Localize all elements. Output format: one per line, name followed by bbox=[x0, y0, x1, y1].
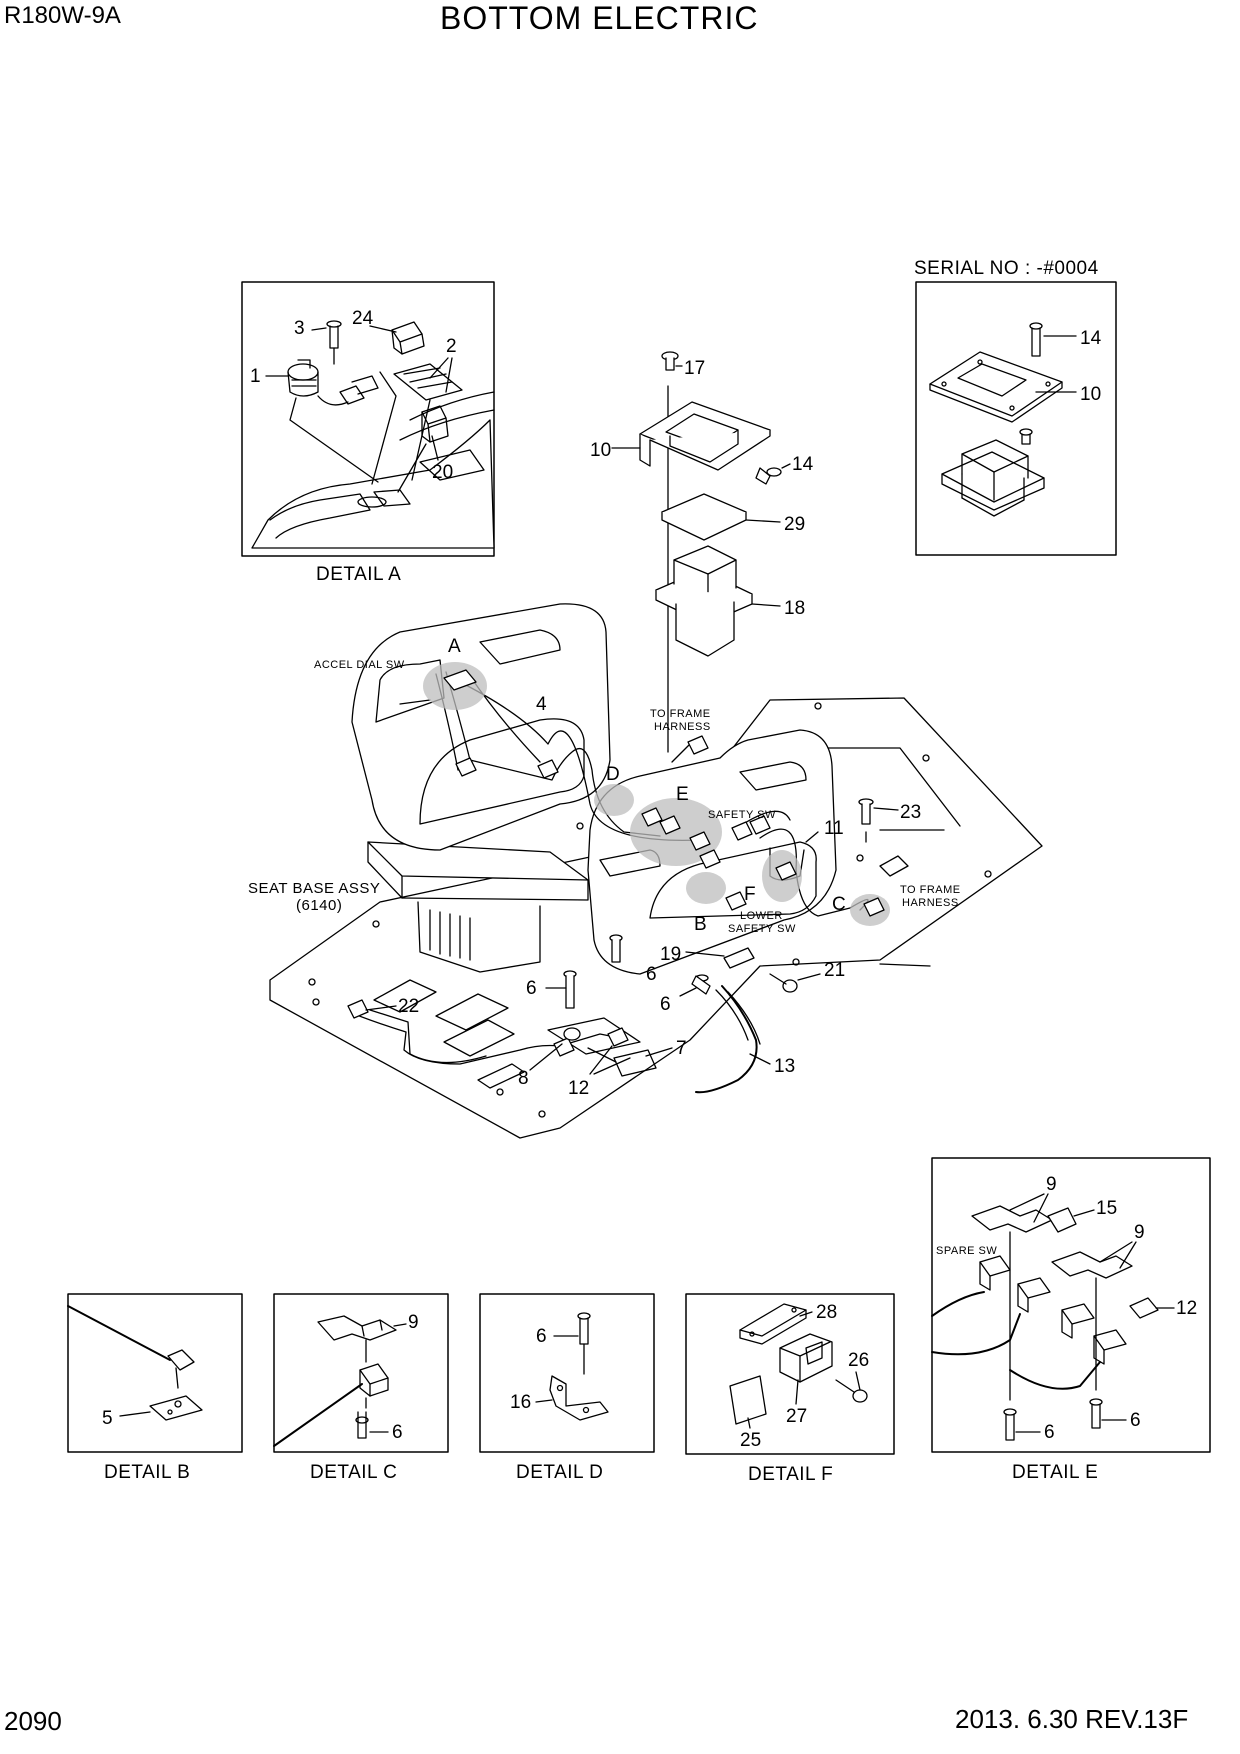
detail-e-caption: DETAIL E bbox=[1012, 1462, 1098, 1483]
callout-17: 17 bbox=[684, 358, 705, 379]
detail-d-callout-16: 16 bbox=[510, 1392, 531, 1413]
detail-c-caption: DETAIL C bbox=[310, 1462, 397, 1483]
callout-6-c: 6 bbox=[660, 994, 671, 1015]
lower-safety-sw-line1: LOWER bbox=[740, 910, 783, 922]
to-frame-harness-2-line2: HARNESS bbox=[902, 897, 959, 909]
marker-c: C bbox=[832, 894, 846, 915]
detail-f-panel bbox=[685, 1293, 895, 1455]
detail-c-callout-6: 6 bbox=[392, 1422, 403, 1443]
model-number: R180W-9A bbox=[4, 2, 121, 29]
callout-20: 20 bbox=[432, 462, 453, 483]
callout-4: 4 bbox=[536, 694, 547, 715]
callout-10: 10 bbox=[590, 440, 611, 461]
detail-c-callout-9: 9 bbox=[408, 1312, 419, 1333]
to-frame-harness-2-line1: TO FRAME bbox=[900, 884, 961, 896]
seat-base-assy-code: (6140) bbox=[296, 897, 342, 914]
detail-e-callout-9-b: 9 bbox=[1134, 1222, 1145, 1243]
detail-f-caption: DETAIL F bbox=[748, 1464, 833, 1485]
callout-6-a: 6 bbox=[646, 964, 657, 985]
detail-f-callout-28: 28 bbox=[816, 1302, 837, 1323]
callout-7: 7 bbox=[676, 1038, 687, 1059]
boot-stack bbox=[639, 351, 782, 657]
detail-f-callout-26: 26 bbox=[848, 1350, 869, 1371]
connectors bbox=[347, 669, 885, 1057]
callout-21: 21 bbox=[824, 960, 845, 981]
serial-callout-10: 10 bbox=[1080, 384, 1101, 405]
to-frame-harness-1-line2: HARNESS bbox=[654, 721, 711, 733]
page-number: 2090 bbox=[4, 1706, 62, 1736]
safety-sw-label: SAFETY SW bbox=[708, 809, 776, 821]
callout-8: 8 bbox=[518, 1068, 529, 1089]
detail-e-callout-15: 15 bbox=[1096, 1198, 1117, 1219]
detail-e-callout-6-b: 6 bbox=[1130, 1410, 1141, 1431]
callout-3: 3 bbox=[294, 318, 305, 339]
detail-d-callout-6: 6 bbox=[536, 1326, 547, 1347]
callout-2: 2 bbox=[446, 336, 457, 357]
detail-b-caption: DETAIL B bbox=[104, 1462, 190, 1483]
callout-13: 13 bbox=[774, 1056, 795, 1077]
marker-b: B bbox=[694, 914, 707, 935]
callout-23: 23 bbox=[900, 802, 921, 823]
detail-f-callout-25: 25 bbox=[740, 1430, 761, 1451]
accel-dial-sw-label: ACCEL DIAL SW bbox=[314, 659, 405, 671]
marker-d: D bbox=[606, 764, 620, 785]
marker-f: F bbox=[744, 884, 756, 905]
detail-b-panel bbox=[67, 1293, 243, 1453]
detail-b-callout-5: 5 bbox=[102, 1408, 113, 1429]
detail-a-caption: DETAIL A bbox=[316, 564, 401, 585]
serial-note: SERIAL NO : -#0004 bbox=[914, 258, 1099, 279]
callout-12: 12 bbox=[568, 1078, 589, 1099]
detail-e-callout-12: 12 bbox=[1176, 1298, 1197, 1319]
marker-a: A bbox=[448, 636, 461, 657]
page-title: BOTTOM ELECTRIC bbox=[440, 0, 759, 36]
hardware bbox=[563, 798, 874, 1041]
callout-24: 24 bbox=[352, 308, 374, 329]
detail-e-panel bbox=[931, 1157, 1211, 1453]
callout-19: 19 bbox=[660, 944, 681, 965]
callout-1: 1 bbox=[250, 366, 261, 387]
detail-d-caption: DETAIL D bbox=[516, 1462, 603, 1483]
callout-6-b: 6 bbox=[526, 978, 537, 999]
serial-callout-14: 14 bbox=[1080, 328, 1102, 349]
detail-f-callout-27: 27 bbox=[786, 1406, 807, 1427]
callout-11: 11 bbox=[824, 818, 844, 839]
callout-29: 29 bbox=[784, 514, 805, 535]
callout-22: 22 bbox=[398, 996, 419, 1017]
lower-safety-sw-line2: SAFETY SW bbox=[728, 923, 796, 935]
callout-14: 14 bbox=[792, 454, 814, 475]
to-frame-harness-1-line1: TO FRAME bbox=[650, 708, 711, 720]
detail-a-panel bbox=[241, 281, 495, 557]
detail-c-panel bbox=[273, 1293, 449, 1453]
callout-18: 18 bbox=[784, 598, 805, 619]
detail-marker-shading bbox=[423, 662, 890, 926]
detail-e-callout-6-a: 6 bbox=[1044, 1422, 1055, 1443]
detail-e-callout-9-a: 9 bbox=[1046, 1174, 1057, 1195]
serial-detail-panel bbox=[915, 281, 1117, 556]
marker-e: E bbox=[676, 784, 689, 805]
spare-sw-label: SPARE SW bbox=[936, 1245, 997, 1257]
detail-d-panel bbox=[479, 1293, 655, 1453]
revision-label: 2013. 6.30 REV.13F bbox=[955, 1704, 1189, 1734]
seat-base-assy-label: SEAT BASE ASSY bbox=[248, 880, 380, 897]
